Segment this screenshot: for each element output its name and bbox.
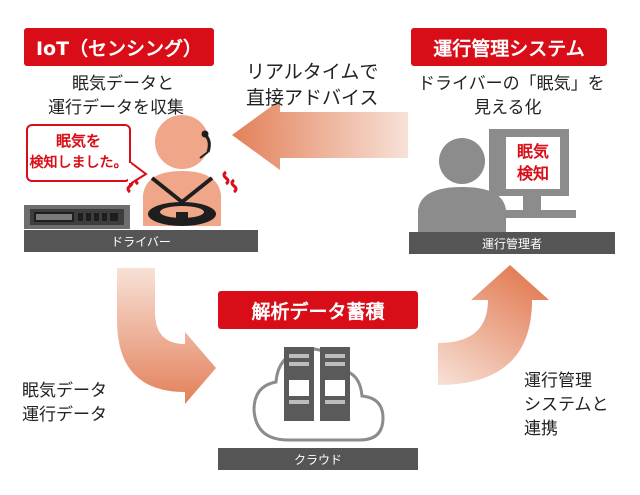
system-desc-line1: ドライバーの「眠気」を <box>418 74 605 94</box>
iot-desc-line2: 運行データを収集 <box>48 98 184 118</box>
cloud-label-bar: クラウド <box>218 448 418 470</box>
arrow-up-right-icon <box>438 265 549 385</box>
link-line1: 運行管理 <box>524 371 592 391</box>
monitor-text-line1: 眠気 <box>516 142 549 161</box>
arrow-left-icon <box>232 100 408 170</box>
alert-text-line1: 眠気を <box>55 132 101 150</box>
cloud-title-tag: 解析データ蓄積 <box>218 291 418 329</box>
alert-text-line2: 検知しました。 <box>29 155 128 171</box>
driver-label-bar: ドライバー <box>24 230 258 252</box>
advice-line2: 直接アドバイス <box>246 87 379 109</box>
system-title-tag: 運行管理システム <box>411 28 607 66</box>
iot-title-tag: IoT（センシング） <box>24 28 214 66</box>
system-desc-line2: 見える化 <box>474 98 542 118</box>
iot-desc-line1: 眠気データと <box>72 74 174 94</box>
dashboard-device-icon <box>24 205 130 229</box>
link-line3: 連携 <box>524 419 558 439</box>
steering-wheel-icon <box>148 202 216 226</box>
operator-icon <box>418 138 506 232</box>
link-line2: システムと <box>524 395 609 415</box>
monitor-icon <box>489 129 576 218</box>
server-icon <box>284 347 350 421</box>
arrow-down-right-icon <box>117 268 216 404</box>
cloud-icon <box>252 347 385 442</box>
upload-line2: 運行データ <box>22 405 107 425</box>
monitor-text-line2: 検知 <box>516 164 549 183</box>
alert-bubble <box>26 124 148 186</box>
headset-icon <box>199 130 211 159</box>
advice-line1: リアルタイムで <box>246 61 379 83</box>
manager-label-bar: 運行管理者 <box>409 232 615 254</box>
upload-line1: 眠気データ <box>22 381 107 401</box>
